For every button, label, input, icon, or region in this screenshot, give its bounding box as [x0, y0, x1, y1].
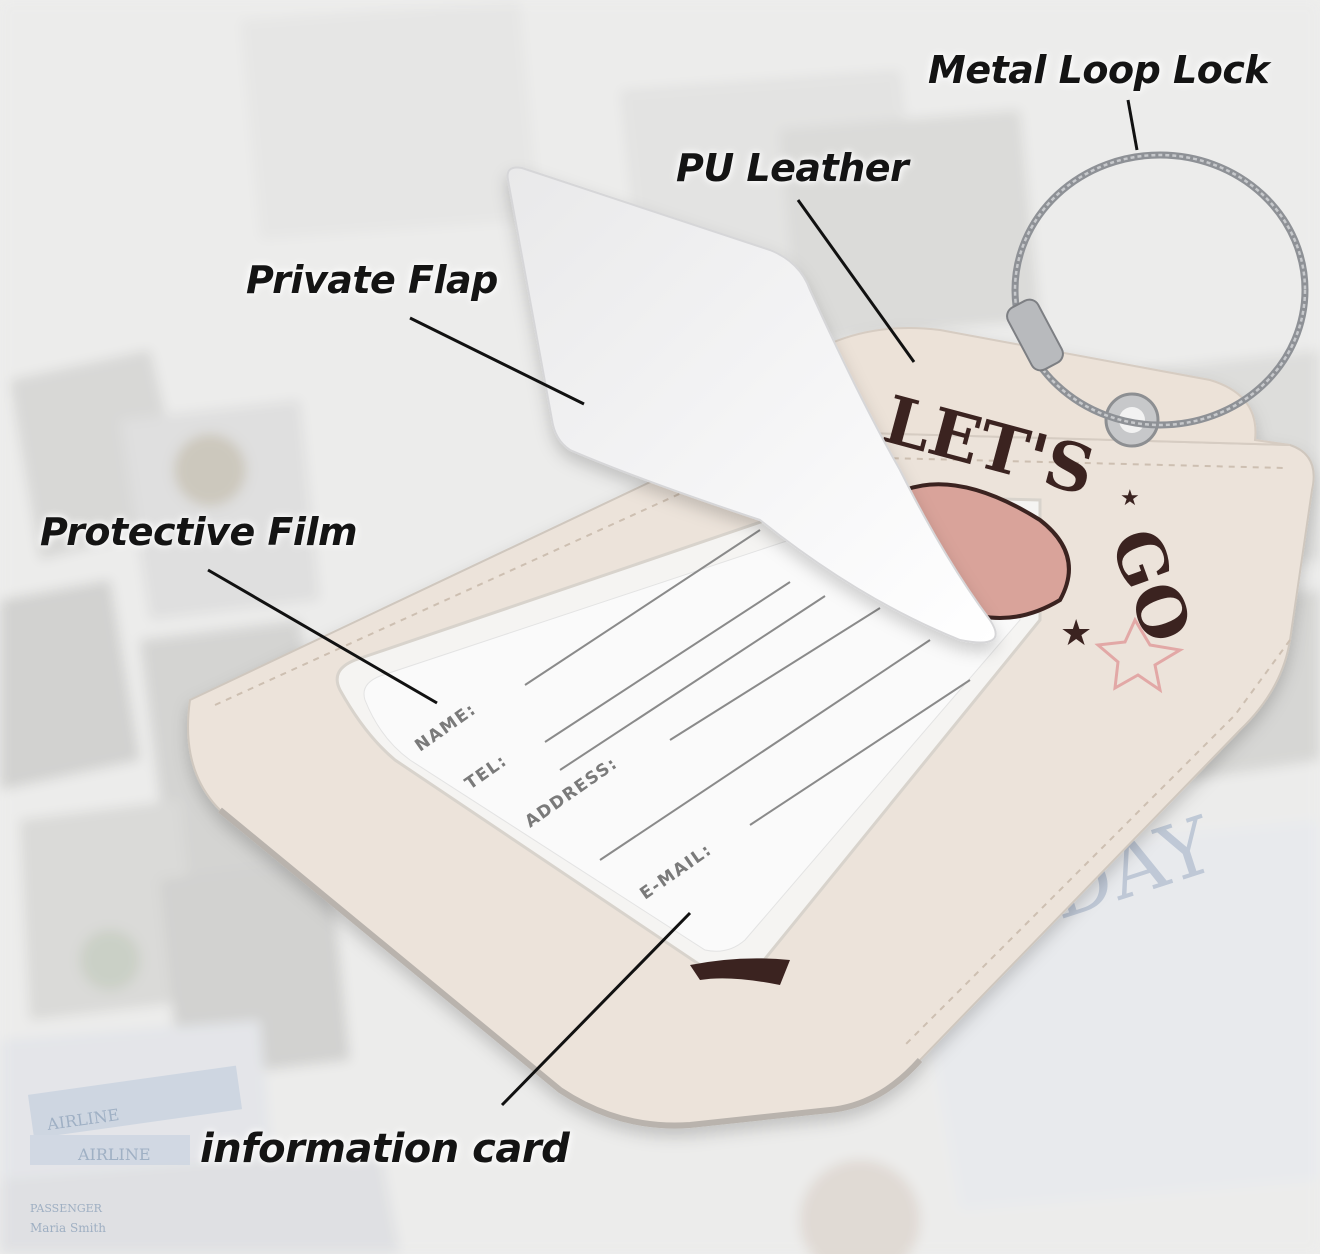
info-card-lines [524, 529, 971, 861]
private-flap [506, 166, 997, 644]
callout-metal-loop-lock: Metal Loop Lock [928, 48, 1270, 92]
tag-leather-edge [218, 807, 923, 1129]
callout-leader-lines [207, 99, 1139, 1107]
ticket-line-1: PASSENGER [30, 1202, 103, 1215]
card-bottom-print [690, 958, 790, 985]
leader-information-card [500, 911, 692, 1107]
loop-lock-screw [1006, 298, 1064, 372]
leader-metal-loop-lock [1126, 99, 1139, 151]
information-card [363, 519, 1021, 952]
metal-loop-lock [1006, 151, 1309, 429]
print-star-small: ★ [1120, 486, 1140, 511]
airline-ticket-print: AIRLINE AIRLINE PASSENGER Maria Smith [27, 1065, 243, 1235]
ticket-line-2: Maria Smith [30, 1221, 106, 1235]
callout-pu-leather: PU Leather [676, 146, 909, 190]
leader-pu-leather [796, 199, 916, 363]
leader-protective-film [207, 568, 438, 705]
callout-information-card: information card [200, 1126, 570, 1172]
callout-private-flap: Private Flap [246, 258, 498, 302]
protective-film-window: NAME: TEL: ADDRESS: E-MAIL: [335, 493, 1042, 985]
leader-private-flap [409, 316, 585, 406]
print-star-outline [1094, 616, 1185, 694]
callout-protective-film: Protective Film [40, 510, 358, 554]
airline-text-2: AIRLINE [77, 1145, 151, 1164]
print-star-large: ★ [1060, 613, 1092, 654]
private-flap-panel [506, 166, 997, 644]
